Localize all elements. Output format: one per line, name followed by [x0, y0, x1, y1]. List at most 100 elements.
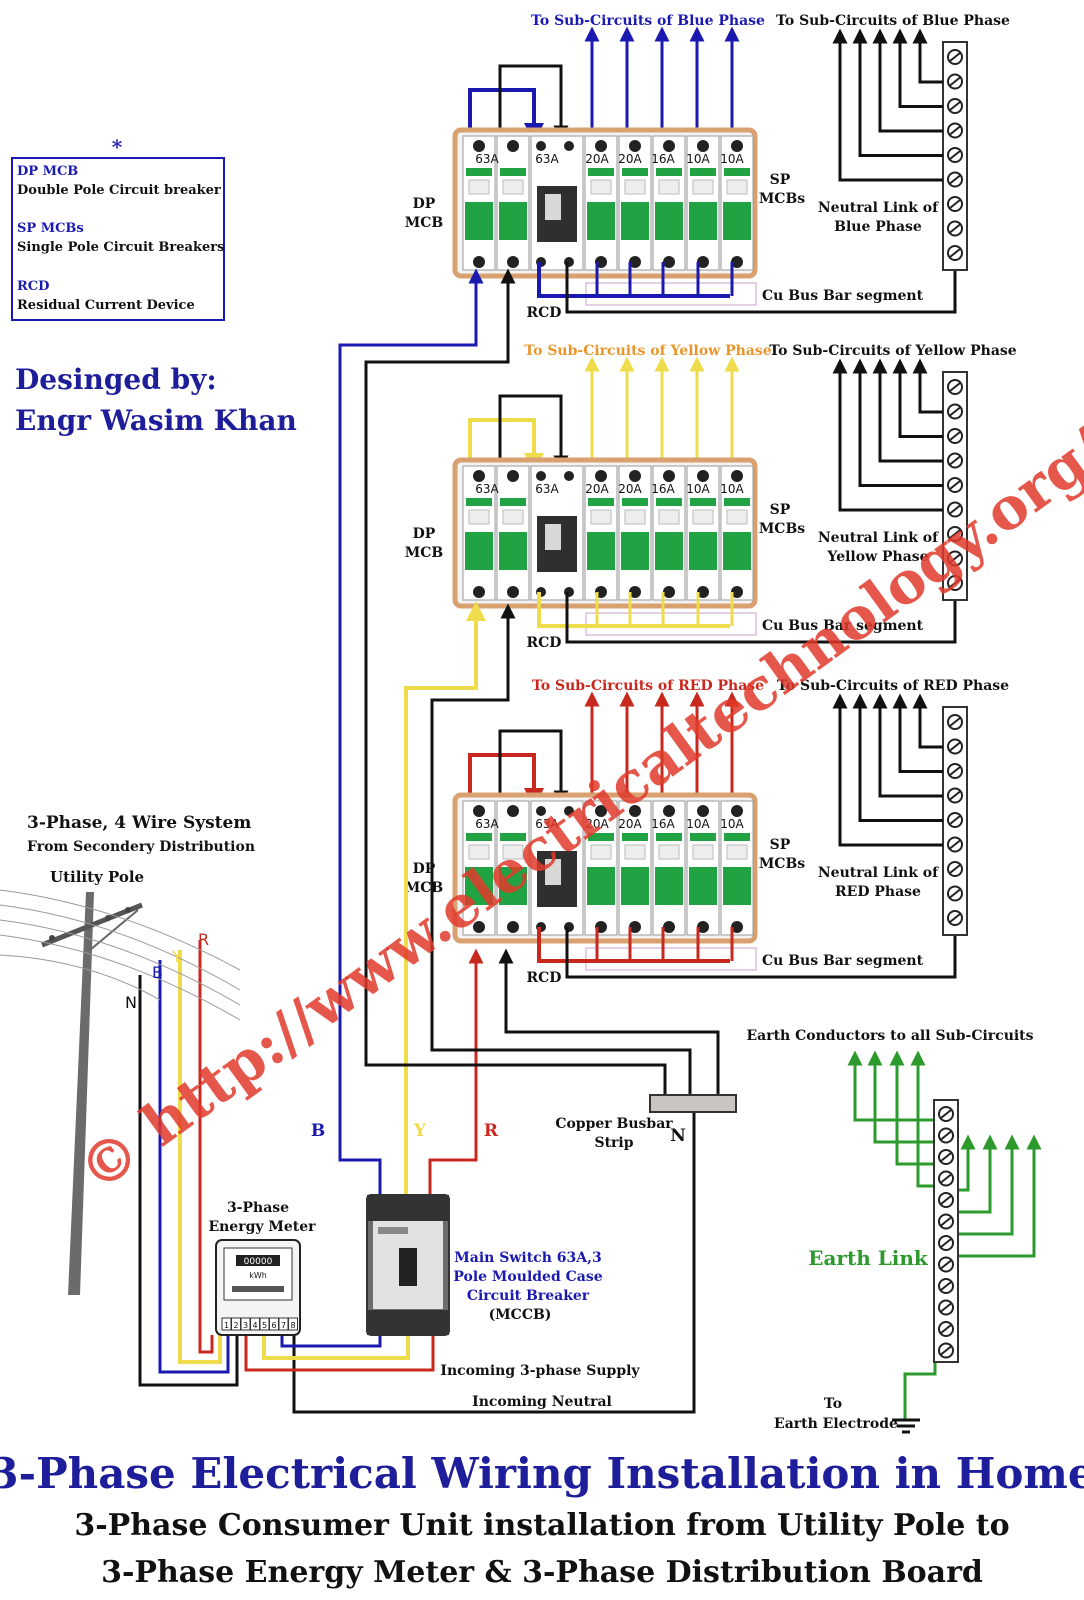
breaker-stripe: [500, 168, 526, 176]
breaker-stripe: [622, 168, 648, 176]
breaker-label-plate: [590, 179, 612, 195]
breaker-label-plate: [590, 844, 612, 860]
legend-box: [11, 157, 225, 321]
neutral-screw-slot: [949, 52, 961, 62]
board-red-neutral-out-3: [872, 693, 943, 798]
blue-phase-feed: [338, 268, 484, 1195]
board-yellow-neutral-out-4: [892, 358, 943, 438]
terminal-bottom: [473, 921, 485, 933]
board-blue-rating-6: 10A: [686, 152, 710, 166]
designer-line1: Desinged by:: [15, 363, 217, 396]
board-red-neutral-out-5: [912, 693, 943, 749]
rcd-terminal-top: [536, 141, 546, 151]
board-yellow-busbar: [537, 592, 730, 628]
legend-dp-title: DP MCB: [17, 164, 78, 179]
board-yellow-neutral-link-label-1: Neutral Link of: [818, 530, 939, 546]
rcd-terminal-top: [536, 806, 546, 816]
neutral-screw-slot: [949, 431, 961, 441]
feed-label-r: R: [484, 1121, 499, 1141]
breaker-label-plate: [726, 844, 748, 860]
board-blue-subcircuit-label: To Sub-Circuits of Blue Phase: [531, 13, 765, 29]
terminal-top: [663, 140, 675, 152]
breaker-label-plate: [468, 844, 490, 860]
terminal-bottom: [507, 921, 519, 933]
breaker-toggle: [465, 532, 493, 570]
breaker-label-plate: [624, 844, 646, 860]
breaker-label-plate: [692, 844, 714, 860]
breaker-stripe: [724, 168, 750, 176]
neutral-feed-blue: [364, 268, 667, 1095]
board-red-rating-1: 63A: [475, 817, 499, 831]
pole-neutral-wire: [138, 975, 239, 1387]
board-blue-neutral-out-2: [852, 28, 943, 157]
pole-yellow-wire: [178, 950, 222, 1364]
copper-busbar-label-2: Strip: [594, 1135, 633, 1151]
feed-label-b: B: [311, 1121, 325, 1141]
neutral-screw-slot: [949, 864, 961, 874]
board-yellow-neutral-out-5: [912, 358, 943, 414]
rcd-terminal-top: [564, 806, 574, 816]
breaker-stripe: [500, 833, 526, 841]
system-label-1: 3-Phase, 4 Wire System: [27, 813, 251, 833]
earth-screw-slot: [940, 1238, 952, 1248]
breaker-toggle: [723, 532, 751, 570]
legend: * DP MCB Double Pole Circuit breaker SP …: [11, 135, 225, 321]
board-yellow-dp-label-2: MCB: [405, 545, 444, 561]
breaker-toggle: [689, 532, 717, 570]
terminal-top: [595, 470, 607, 482]
pole-wire-b: B: [152, 963, 163, 982]
board-red-neutral-return: [565, 927, 957, 979]
utility-pole-label: Utility Pole: [50, 868, 144, 886]
breaker-stripe: [656, 498, 682, 506]
board-blue-sp-label-2: MCBs: [759, 191, 805, 207]
earth-wiring: [847, 1050, 1042, 1420]
board-yellow-neutral-out-2: [852, 358, 943, 487]
breaker-stripe: [690, 498, 716, 506]
utility-pole: [0, 889, 241, 1295]
terminal-top: [663, 805, 675, 817]
board-yellow-rating-1: 63A: [475, 482, 499, 496]
terminal-top: [473, 140, 485, 152]
board-blue-phase-jumper: [468, 88, 544, 143]
board-blue-rating-3: 20A: [585, 152, 609, 166]
board-red-dp-label-2: MCB: [405, 880, 444, 896]
meter-label-2: Energy Meter: [208, 1219, 316, 1235]
earth-link-bar: [933, 1099, 959, 1363]
subtitle-line2: 3-Phase Energy Meter & 3-Phase Distribut…: [101, 1555, 983, 1590]
earth-conductors-label: Earth Conductors to all Sub-Circuits: [746, 1028, 1033, 1044]
board-yellow-rcd-toggle: [545, 524, 561, 550]
board-blue-neutral-link-label-1: Neutral Link of: [818, 200, 939, 216]
breaker-label-plate: [502, 844, 524, 860]
board-yellow-rating-4: 20A: [618, 482, 642, 496]
overhead-lines: [0, 889, 241, 1021]
board-red-neutral-out-4: [892, 693, 943, 773]
neutral-screw-slot: [949, 248, 961, 258]
terminal-bottom: [507, 256, 519, 268]
rcd-terminal-top: [536, 471, 546, 481]
terminal-top: [731, 805, 743, 817]
terminal-top: [629, 140, 641, 152]
board-yellow-rating-5: 16A: [651, 482, 675, 496]
terminal-bottom: [663, 586, 675, 598]
board-red-busbar: [537, 927, 730, 963]
breaker-stripe: [466, 168, 492, 176]
breaker-toggle: [723, 867, 751, 905]
terminal-top: [731, 470, 743, 482]
neutral-screw-slot: [949, 125, 961, 136]
board-red-rcd-toggle: [545, 859, 561, 885]
board-red-neutral-out-1: [832, 693, 943, 847]
neutral-screw-slot: [949, 480, 961, 490]
breaker-toggle: [655, 202, 683, 240]
board-red-phase-jumper: [468, 753, 544, 808]
board-yellow-rating-7: 10A: [720, 482, 744, 496]
terminal-bottom: [697, 921, 709, 933]
breaker-stripe: [500, 498, 526, 506]
breaker-label-plate: [658, 509, 680, 525]
legend-rcd-title: RCD: [17, 279, 49, 294]
mccb: [366, 1194, 450, 1336]
pole-brace: [89, 909, 139, 951]
breaker-toggle: [723, 202, 751, 240]
supply-yellow: [262, 1318, 410, 1360]
earth-screw-slot: [940, 1345, 952, 1356]
neutral-screw-slot: [949, 406, 961, 417]
